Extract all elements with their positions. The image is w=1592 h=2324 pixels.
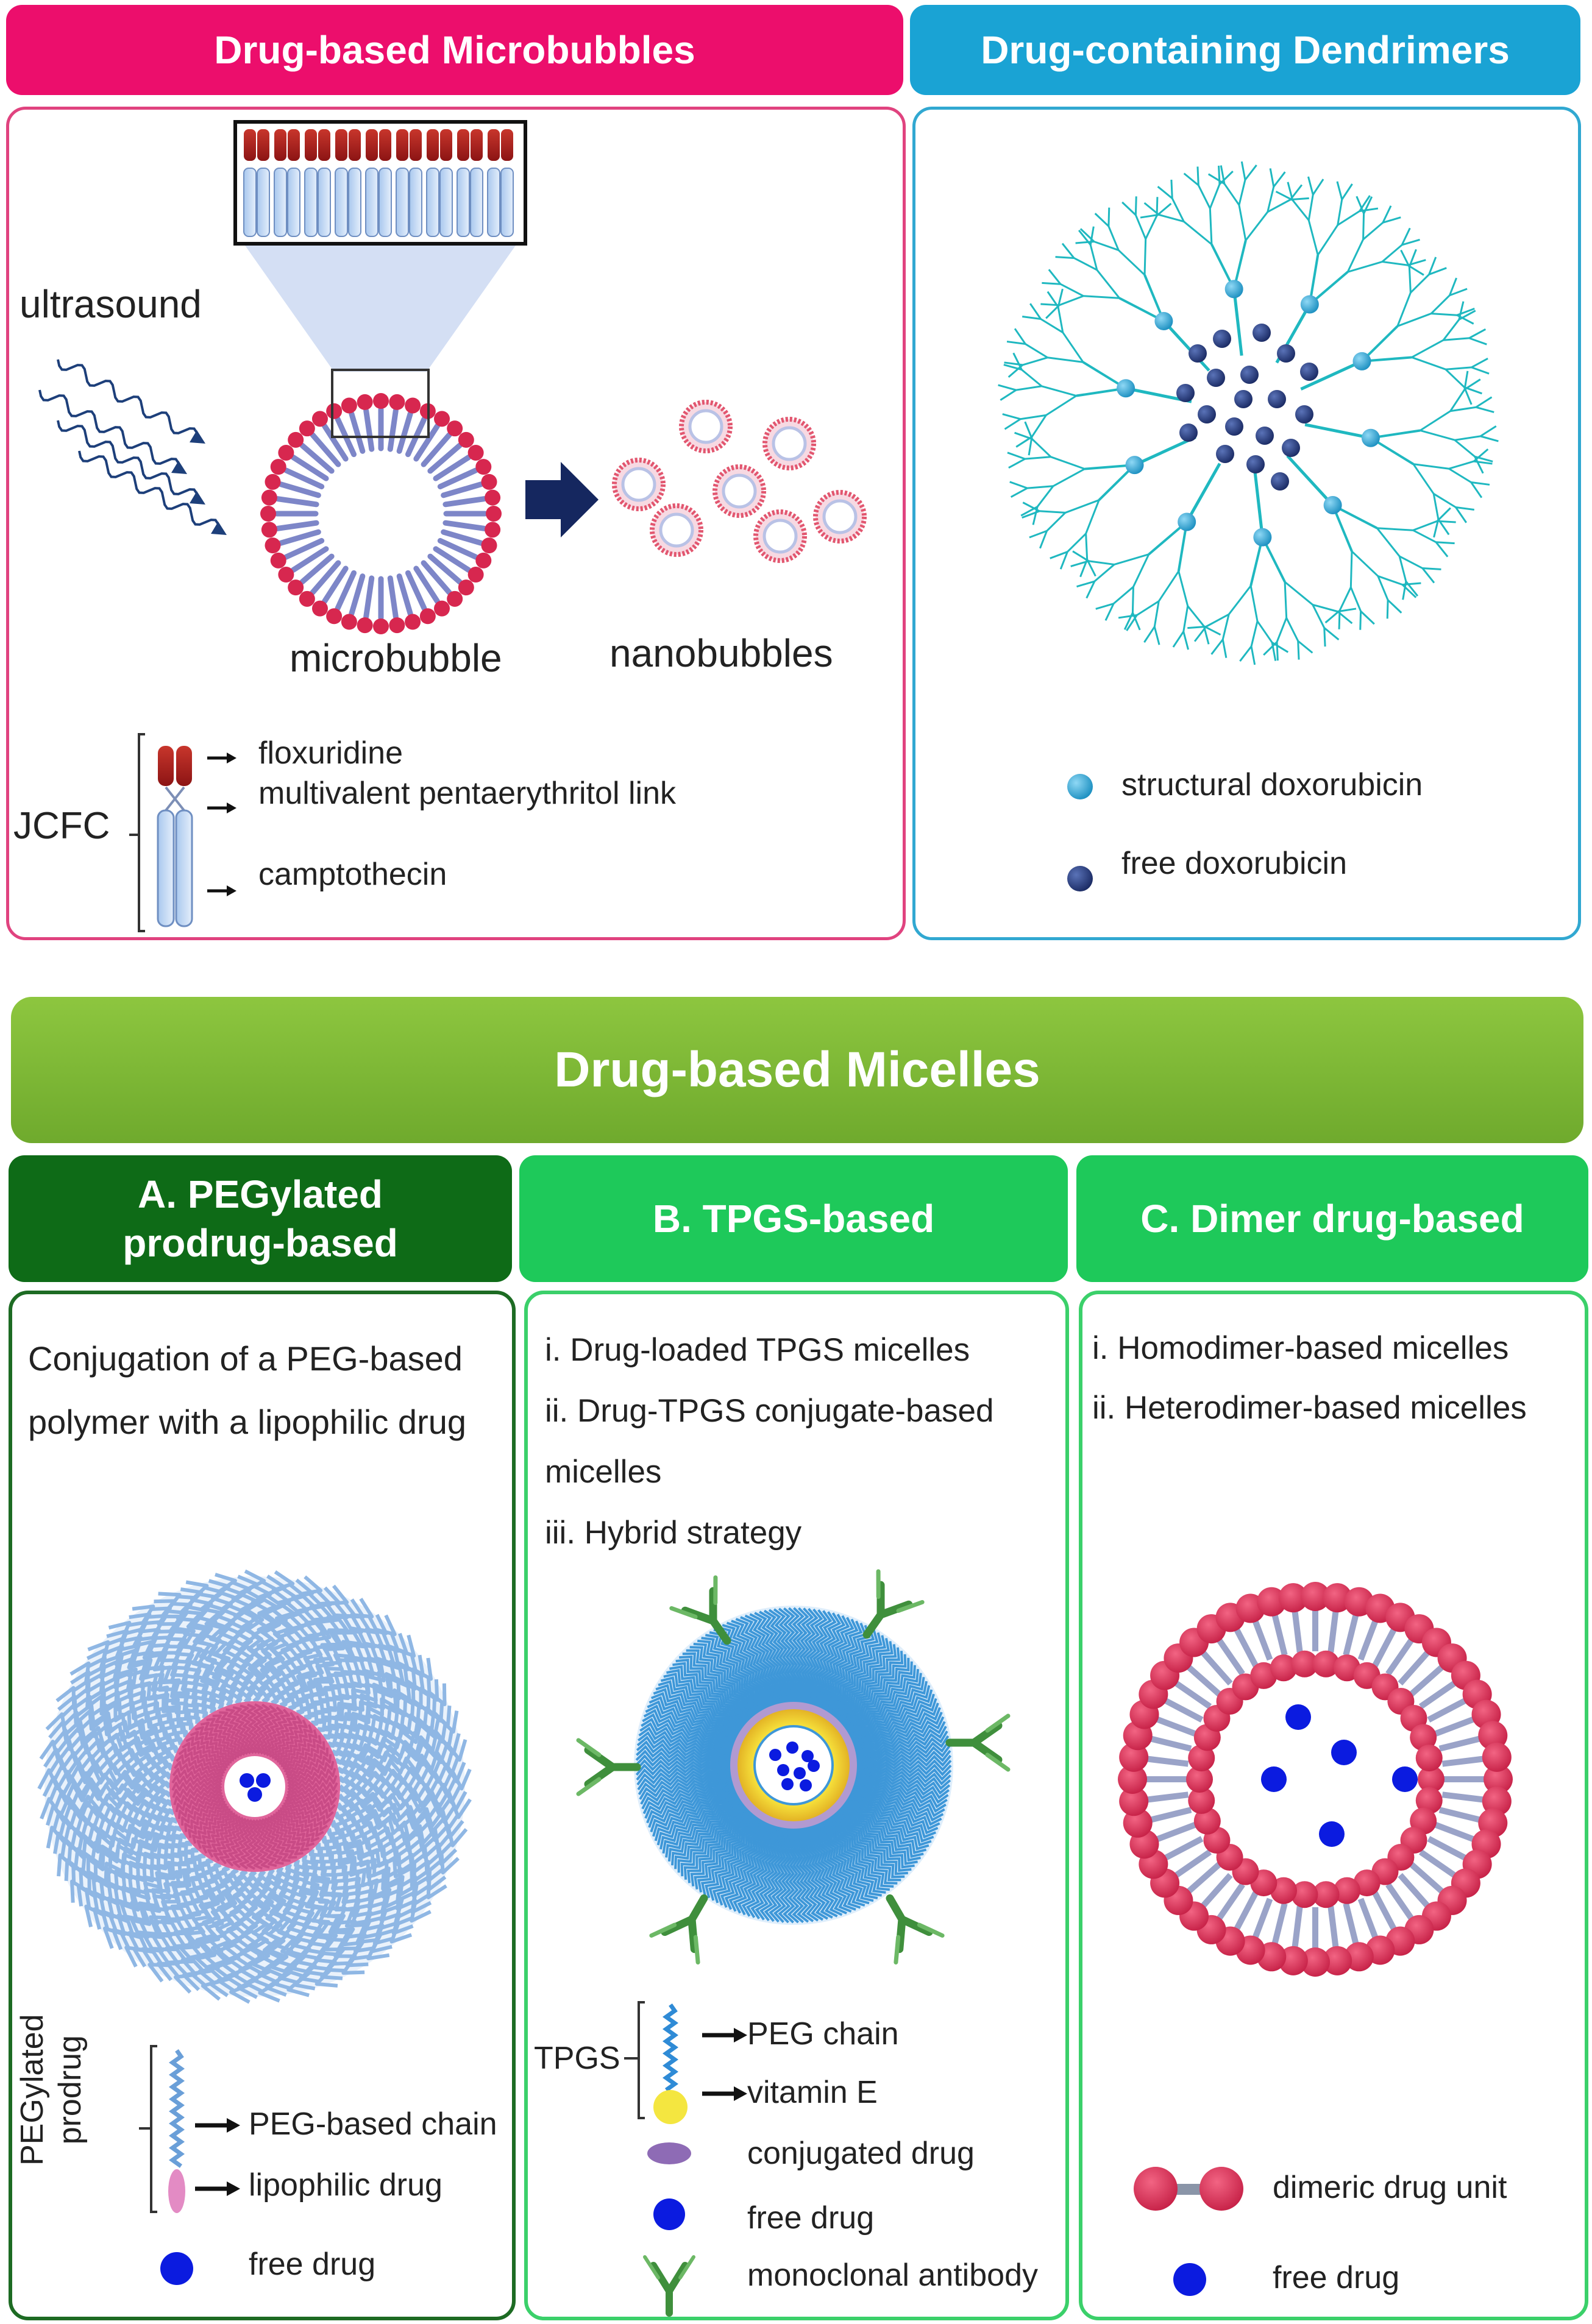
micelle-b-item-3: iii. Hybrid strategy [545, 1515, 802, 1551]
micelles-title: Drug-based Micelles [554, 1041, 1040, 1097]
free-doxorubicin-swatch [1067, 866, 1093, 891]
nanobubbles-graphic [612, 400, 867, 563]
micelle-a-title-line1: A. PEGylated [138, 1172, 383, 1216]
side-label-line1: PEGylated [15, 2014, 50, 2166]
micelle-a-header: A. PEGylated prodrug-based [9, 1155, 512, 1282]
legend-floxuridine: floxuridine [258, 735, 403, 771]
micelle-c-title: C. Dimer drug-based [1140, 1197, 1524, 1241]
jcfc-molecule [129, 733, 193, 932]
zoom-beam [244, 244, 517, 372]
molecule-inset [233, 120, 527, 372]
micelle-c-items: i. Homodimer-based micelles ii. Heterodi… [1092, 1319, 1527, 1438]
micelle-b-title: B. TPGS-based [652, 1197, 935, 1241]
micelle-a-desc-line1: Conjugation of a PEG-based [28, 1339, 463, 1378]
microbubble-label: microbubble [290, 636, 502, 680]
micelle-c-item-1: i. Homodimer-based micelles [1092, 1330, 1509, 1366]
side-label-line2: prodrug [52, 2035, 88, 2145]
legend-vitamin-e: vitamin E [747, 2075, 878, 2110]
ultrasound-label: ultrasound [20, 282, 202, 326]
dendrimer-graphic [998, 161, 1499, 665]
tpgs-micelle-graphic [576, 1569, 1011, 1964]
jcfc-pointer-arrows [207, 753, 236, 896]
microbubble-graphic [260, 393, 502, 634]
microbubbles-title: Drug-based Microbubbles [214, 28, 695, 72]
pegylated-prodrug-side-label: PEGylated prodrug [13, 2014, 89, 2166]
dendrimers-title: Drug-containing Dendrimers [981, 28, 1510, 72]
legend-monoclonal-antibody: monoclonal antibody [747, 2258, 1038, 2293]
legend-peg-chain: PEG chain [747, 2016, 899, 2052]
dendrimers-panel [912, 107, 1581, 940]
micelle-b-items: i. Drug-loaded TPGS micelles ii. Drug-TP… [545, 1320, 993, 1564]
dendrimers-header: Drug-containing Dendrimers [910, 5, 1580, 95]
legend-free-drug-b: free drug [747, 2200, 875, 2236]
micelle-b-item-2: ii. Drug-TPGS conjugate-based [545, 1393, 994, 1429]
structural-doxorubicin-swatch [1067, 774, 1093, 799]
legend-free-drug-c: free drug [1273, 2260, 1400, 2295]
free-drug-swatch-a [160, 2252, 193, 2285]
legend-pointer-arrows [195, 2028, 747, 2196]
legend-peg-based-chain: PEG-based chain [249, 2106, 497, 2142]
micelle-b-item-1: i. Drug-loaded TPGS micelles [545, 1332, 970, 1368]
transform-arrow [525, 462, 599, 537]
micelle-b-item-2-cont: micelles [545, 1454, 662, 1490]
pegylated-micelle-graphic [37, 1569, 472, 2004]
micelle-c-header: C. Dimer drug-based [1076, 1155, 1588, 1282]
pegylated-prodrug-legend [139, 2045, 193, 2285]
micelle-c-item-2: ii. Heterodimer-based micelles [1092, 1390, 1527, 1426]
micelles-header: Drug-based Micelles [11, 997, 1583, 1143]
legend-free-drug-a: free drug [249, 2247, 376, 2282]
dimer-micelle-graphic [1118, 1582, 1513, 1977]
free-drug-swatch-b [653, 2198, 685, 2230]
legend-structural-doxorubicin: structural doxorubicin [1121, 767, 1423, 802]
legend-dimeric-drug-unit: dimeric drug unit [1273, 2170, 1507, 2205]
nanobubbles-label: nanobubbles [609, 631, 833, 675]
micelle-b-header: B. TPGS-based [519, 1155, 1068, 1282]
jcfc-label: JCFC [13, 805, 110, 847]
tpgs-legend [624, 2001, 695, 2317]
micelle-a-description: Conjugation of a PEG-based polymer with … [28, 1327, 466, 1454]
legend-camptothecin: camptothecin [258, 857, 447, 892]
micelle-a-desc-line2: polymer with a lipophilic drug [28, 1403, 467, 1441]
zoom-region [331, 369, 430, 438]
legend-conjugated-drug: conjugated drug [747, 2136, 975, 2171]
conjugated-drug-swatch [647, 2142, 691, 2164]
microbubbles-header: Drug-based Microbubbles [6, 5, 903, 95]
legend-pentaerythritol-link: multivalent pentaerythritol link [258, 776, 676, 811]
dimer-legend [1134, 2167, 1243, 2296]
ultrasound-waves [38, 359, 227, 535]
tpgs-label: TPGS [534, 2041, 620, 2076]
legend-lipophilic-drug: lipophilic drug [249, 2167, 442, 2203]
legend-free-doxorubicin: free doxorubicin [1121, 846, 1347, 881]
antibody-swatch [643, 2255, 695, 2317]
free-drug-swatch-c [1173, 2263, 1206, 2296]
micelle-a-title-line2: prodrug-based [123, 1221, 398, 1265]
